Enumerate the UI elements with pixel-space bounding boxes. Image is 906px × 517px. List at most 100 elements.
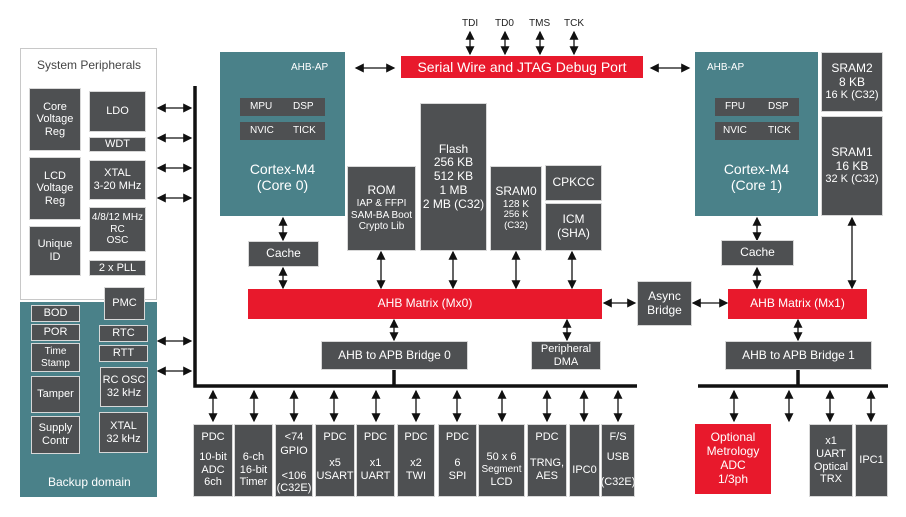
peripheral-body-line: AES	[535, 470, 558, 482]
flash-line: Flash	[438, 141, 469, 156]
peripheral-top-label: PDC	[535, 431, 559, 443]
rtt-label: RTT	[112, 347, 135, 360]
apb-bridge0-label: AHB to APB Bridge 0	[338, 347, 451, 362]
peripheral-body-line: (C32E)	[276, 482, 312, 495]
sram2-line: 8 KB	[838, 74, 865, 89]
peripheral-body-line: 6	[454, 457, 461, 470]
apb-bridge1-label: AHB to APB Bridge 1	[742, 347, 855, 362]
core1-name-line: (Core 1)	[730, 177, 783, 193]
sram2-block: SRAM2 8 KB 16 K (C32)	[821, 52, 883, 112]
core0-units-row2: NVIC TICK	[240, 122, 325, 140]
peripheral-body-line: USB	[606, 451, 630, 464]
lcd-voltage-reg-line: LCD	[43, 169, 66, 182]
peripheral-block: IPC0	[569, 424, 600, 497]
peripheral-dma-line: Peripheral	[540, 342, 592, 355]
peripheral-top-label: <74	[284, 431, 304, 443]
uart-optical-line: UART	[816, 447, 846, 460]
rom-line: IAP & FFPI	[356, 198, 407, 210]
xtal-block: XTAL 3-20 MHz	[89, 160, 146, 200]
peripheral-body-line: x1	[369, 457, 382, 470]
bod-block: BOD	[31, 305, 80, 322]
sram2-line: 16 K (C32)	[825, 89, 879, 102]
rtc-label: RTC	[112, 327, 135, 340]
rom-title: ROM	[367, 183, 396, 198]
metrology-line: ADC	[720, 458, 746, 472]
supply-contr-line: Contr	[42, 435, 69, 447]
rc-osc-32k-block: RC OSC 32 kHz	[100, 367, 148, 407]
ahb-matrix-mx1: AHB Matrix (Mx1)	[728, 289, 867, 319]
unique-id-line: Unique	[37, 238, 73, 251]
sram1-block: SRAM1 16 KB 32 K (C32)	[821, 116, 883, 216]
rc-osc-line: 4/8/12 MHz	[91, 212, 144, 224]
core0-units-row1: MPU DSP	[240, 98, 325, 116]
core1-cache-block: Cache	[721, 240, 794, 266]
peripheral-body-line: Segment	[481, 464, 522, 475]
apb-bridge1-block: AHB to APB Bridge 1	[725, 341, 872, 370]
ldo-label: LDO	[106, 105, 129, 118]
cpkcc-block: CPKCC	[545, 165, 602, 201]
icm-line: ICM	[562, 212, 585, 227]
uart-optical-line: x1	[825, 435, 837, 448]
peripheral-body: USB (C32E)	[601, 444, 636, 496]
core0-cache-label: Cache	[266, 246, 301, 261]
sram0-block: SRAM0 128 K 256 K (C32)	[490, 166, 542, 251]
time-stamp-block: Time Stamp	[31, 343, 80, 372]
rc-osc-block: 4/8/12 MHz RC OSC	[89, 207, 146, 252]
peripheral-top-label: F/S	[609, 431, 627, 443]
xtal-line: XTAL	[104, 167, 131, 180]
core0-nvic-label: NVIC	[250, 125, 274, 136]
jtag-signal-tdo: TD0	[495, 18, 514, 29]
peripheral-body-line: 6ch	[204, 476, 222, 489]
uart-optical-block: x1 UART Optical TRX	[809, 424, 853, 497]
por-block: POR	[31, 324, 80, 341]
rc-osc-32k-line: 32 kHz	[106, 387, 142, 399]
peripheral-body-line: x2	[410, 457, 422, 470]
xtal-line: 3-20 MHz	[93, 180, 142, 192]
peripheral-body-line: (C32E)	[600, 476, 636, 488]
peripheral-body-line: TRNG,	[529, 457, 565, 470]
supply-contr-block: Supply Contr	[31, 416, 80, 454]
core1-units-row1: FPU DSP	[715, 98, 799, 116]
icm-block: ICM (SHA)	[545, 203, 602, 251]
time-stamp-line: Time	[44, 346, 67, 357]
peripheral-body-line: <106	[281, 469, 307, 482]
system-peripherals-panel	[20, 48, 157, 300]
por-label: POR	[43, 326, 68, 339]
debug-port-block: Serial Wire and JTAG Debug Port	[401, 56, 643, 78]
core1-tick-label: TICK	[768, 125, 791, 136]
core1-ahb-ap-label: AHB-AP	[707, 62, 745, 73]
icm-line: (SHA)	[557, 226, 590, 240]
core1-name: Cortex-M4 (Core 1)	[695, 160, 818, 194]
xtal-32k-line: 32 kHz	[106, 432, 141, 445]
flash-line: 256 KB	[433, 155, 474, 170]
metrology-line: Metrology	[706, 444, 760, 459]
peripheral-block: F/S USB (C32E)	[601, 424, 635, 497]
lcd-voltage-reg-line: Reg	[44, 194, 66, 207]
rc-osc-line: RC	[110, 223, 125, 235]
core1-dsp-label: DSP	[768, 101, 789, 112]
peripheral-top-label: PDC	[404, 431, 428, 443]
core1-nvic-label: NVIC	[723, 125, 747, 136]
sram1-line: 16 KB	[835, 158, 869, 173]
async-bridge-line: Async	[648, 288, 681, 303]
peripheral-body-line: 6-ch	[242, 451, 265, 464]
ahb-matrix-mx0: AHB Matrix (Mx0)	[248, 289, 602, 319]
metrology-adc-block: Optional Metrology ADC 1/3ph	[695, 424, 771, 494]
uart-optical-line: TRX	[820, 473, 842, 486]
peripheral-body-line: USART	[316, 470, 354, 482]
peripheral-body-line: 50 x 6	[486, 451, 517, 464]
core-voltage-reg-block: Core Voltage Reg	[29, 88, 81, 151]
pmc-label: PMC	[112, 297, 137, 310]
peripheral-block: PDC TRNG,AES	[527, 424, 567, 497]
